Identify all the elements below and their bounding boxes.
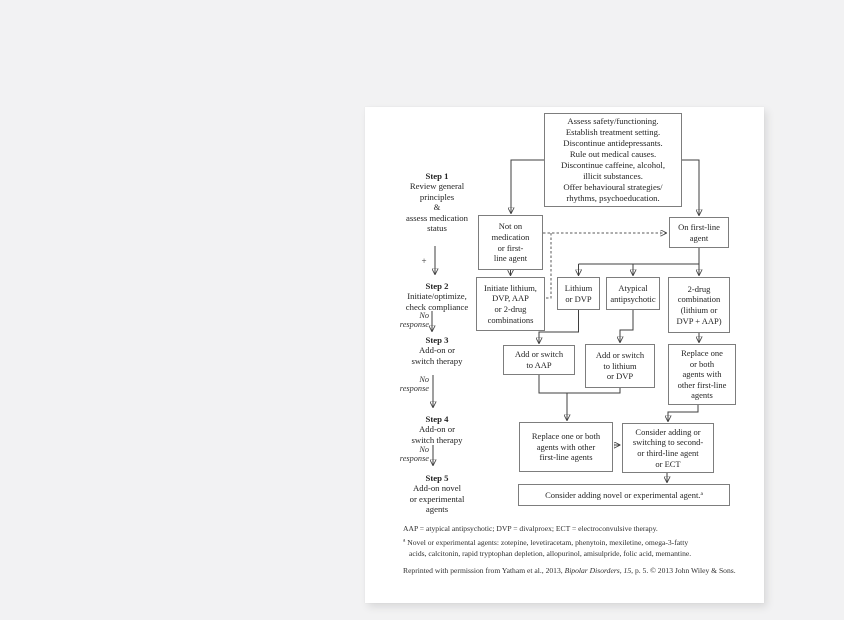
no-response-label: No response (399, 311, 429, 330)
connector-addlithium-down (567, 388, 621, 394)
box-initiate-lithium: Initiate lithium, DVP, AAP or 2-drug com… (476, 277, 545, 331)
step-description: Initiate/optimize, check compliance (405, 291, 469, 312)
footnote-marker: a (403, 537, 406, 544)
box-on-first-line-agent: On first-line agent (669, 217, 729, 248)
step-2-label: Step 2 Initiate/optimize, check complian… (373, 281, 501, 312)
connector-atypical-to-addlithium (620, 310, 634, 342)
step-description: Add-on or switch therapy (411, 424, 463, 445)
citation-suffix: , p. 5. © 2013 John Wiley & Sons. (631, 566, 736, 575)
citation-prefix: Reprinted with permission from Yatham et… (403, 566, 565, 575)
consider-novel-text: Consider adding novel or experimental ag… (545, 489, 701, 500)
box-consider-novel-agent: Consider adding novel or experimental ag… (518, 484, 730, 506)
step-title: Step 2 (425, 281, 449, 291)
citation: Reprinted with permission from Yatham et… (403, 565, 751, 576)
step-description: Add-on or switch therapy (411, 345, 463, 366)
footnote-marker: a (700, 491, 703, 498)
step-title: Step 5 (425, 473, 449, 483)
connector-assess-to-onfirst (682, 159, 699, 215)
box-not-on-medication: Not on medication or first- line agent (478, 215, 543, 270)
step-description: Add-on novel or experimental agents (409, 483, 465, 515)
step-1-label: Step 1 Review general principles & asses… (373, 171, 501, 234)
box-add-or-switch-to-lithium: Add or switch to lithium or DVP (585, 344, 655, 388)
box-assess-safety: Assess safety/functioning. Establish tre… (544, 113, 682, 207)
step-description: Review general principles & assess medic… (405, 181, 468, 234)
novel-agents-text: Novel or experimental agents: zotepine, … (407, 538, 692, 558)
box-replace-agents-lower: Replace one or both agents with other fi… (519, 422, 613, 472)
novel-agents-footnote: a Novel or experimental agents: zotepine… (403, 537, 757, 559)
box-consider-second-line: Consider adding or switching to second- … (622, 423, 714, 473)
abbreviation-note: AAP = atypical antipsychotic; DVP = diva… (403, 524, 658, 533)
step-title: Step 4 (425, 414, 449, 424)
box-two-drug-combination: 2-drug combination (lithium or DVP + AAP… (668, 277, 730, 333)
step-3-label: Step 3 Add-on or switch therapy (373, 335, 501, 366)
connector-addaap-down (538, 375, 567, 394)
box-atypical-antipsychotic: Atypical antipsychotic (606, 277, 660, 310)
connector-assess-to-noton (511, 159, 544, 213)
box-replace-agents-upper: Replace one or both agents with other fi… (668, 344, 736, 405)
step-4-label: Step 4 Add-on or switch therapy (373, 414, 501, 445)
box-lithium-or-dvp: Lithium or DVP (557, 277, 600, 310)
connector-lithium-to-addaap (539, 310, 579, 343)
plus-connector-label: + (421, 256, 427, 266)
connector-replace-to-consider (668, 405, 699, 421)
no-response-label: No response (399, 445, 429, 464)
document-page: Step 1 Review general principles & asses… (365, 107, 764, 603)
connector-dashed-from-initiate (546, 233, 552, 299)
step-title: Step 3 (425, 335, 449, 345)
no-response-label: No response (399, 375, 429, 394)
flow-connectors-svg (365, 159, 764, 603)
step-title: Step 1 (425, 171, 449, 181)
citation-journal: Bipolar Disorders, 15 (564, 566, 632, 575)
connector-onfirst-split (578, 248, 700, 265)
treatment-algorithm-flowchart: Step 1 Review general principles & asses… (365, 107, 764, 603)
box-add-or-switch-to-aap: Add or switch to AAP (503, 345, 575, 375)
step-5-label: Step 5 Add-on novel or experimental agen… (373, 473, 501, 515)
